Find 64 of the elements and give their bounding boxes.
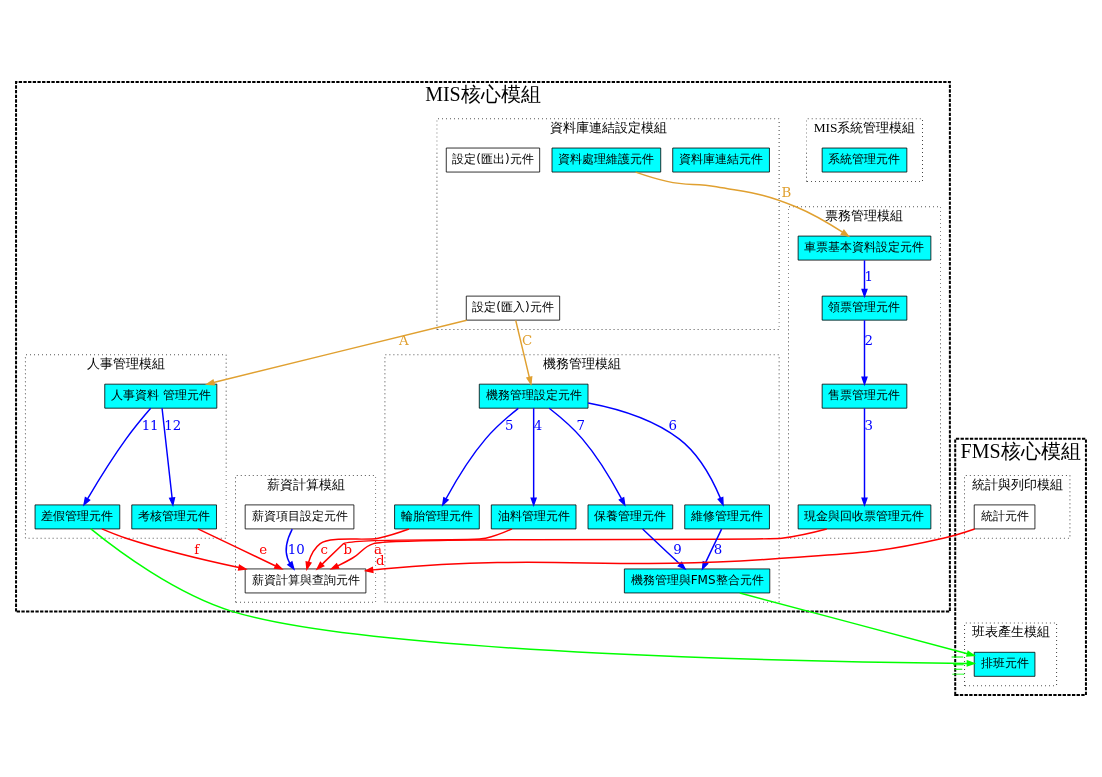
node-box: 保養管理元件 (587, 504, 674, 530)
edge-label: f (194, 542, 200, 558)
edge-label: e (259, 542, 268, 558)
edge-label: b (343, 542, 353, 558)
edge-label: 5 (505, 417, 514, 433)
edge-label: 4 (533, 417, 543, 433)
node-box: 機務管理設定元件 (478, 383, 589, 409)
node-box: 差假管理元件 (34, 504, 121, 530)
edge-label: c (320, 542, 328, 558)
node-box: 統計元件 (973, 504, 1036, 530)
edge-label: 8 (713, 542, 723, 558)
arrow (441, 407, 520, 507)
node-box: 現金與回收票管理元件 (797, 504, 932, 530)
node-box: 排班元件 (973, 651, 1036, 677)
arrow (515, 319, 533, 387)
edge-label: 12 (164, 417, 182, 433)
arrow (587, 402, 724, 507)
arrow (641, 528, 687, 571)
node-box: 系統管理元件 (821, 147, 908, 173)
arrow (739, 592, 977, 657)
arrow (363, 528, 976, 574)
edge-label: 7 (576, 417, 585, 433)
node-box: 薪資計算與查詢元件 (244, 568, 367, 594)
arrow (161, 407, 176, 508)
edge-label: 9 (673, 542, 682, 558)
arrow (634, 171, 851, 238)
arrow (204, 319, 468, 386)
edge-label: 11 (141, 417, 159, 433)
arrow (548, 407, 626, 507)
node-box: 車票基本資料設定元件 (797, 235, 932, 261)
arrow (315, 528, 513, 571)
node-box: 輪胎管理元件 (394, 504, 480, 530)
arrow (197, 528, 284, 570)
node-box: 領票管理元件 (821, 295, 908, 321)
arrow (530, 407, 538, 508)
arrow (305, 528, 410, 572)
node-box: 資料庫連結元件 (672, 147, 770, 173)
edge-label: 1 (864, 269, 874, 285)
node-box: 設定(匯出)元件 (445, 147, 541, 173)
node-box: 油料管理元件 (490, 504, 577, 530)
arrow (861, 259, 868, 299)
node-box: 維修管理元件 (684, 504, 770, 530)
edge-label: A (399, 333, 409, 349)
arrow (82, 407, 152, 507)
edge-label: 6 (668, 417, 677, 433)
node-box: 薪資項目設定元件 (244, 504, 355, 530)
edge-label: 3 (864, 417, 874, 433)
arrow (861, 319, 868, 387)
node-box: 資料處理維護元件 (551, 147, 662, 173)
arrow (329, 528, 828, 570)
node-box: 設定(匯入)元件 (465, 295, 561, 321)
edge-label: C (521, 333, 533, 349)
arrow (701, 528, 723, 571)
node-box: 考核管理元件 (131, 504, 217, 530)
arrow (101, 528, 248, 571)
arrow (285, 528, 296, 571)
node-box: 人事資料 管理元件 (104, 383, 218, 409)
node-box: 售票管理元件 (821, 383, 908, 409)
edge-label: 10 (287, 542, 305, 558)
node-box: 機務管理與FMS整合元件 (623, 568, 771, 594)
arrow (861, 407, 868, 508)
edge-label: 2 (864, 333, 874, 349)
edge-label: B (781, 185, 792, 201)
arrow (90, 528, 977, 667)
